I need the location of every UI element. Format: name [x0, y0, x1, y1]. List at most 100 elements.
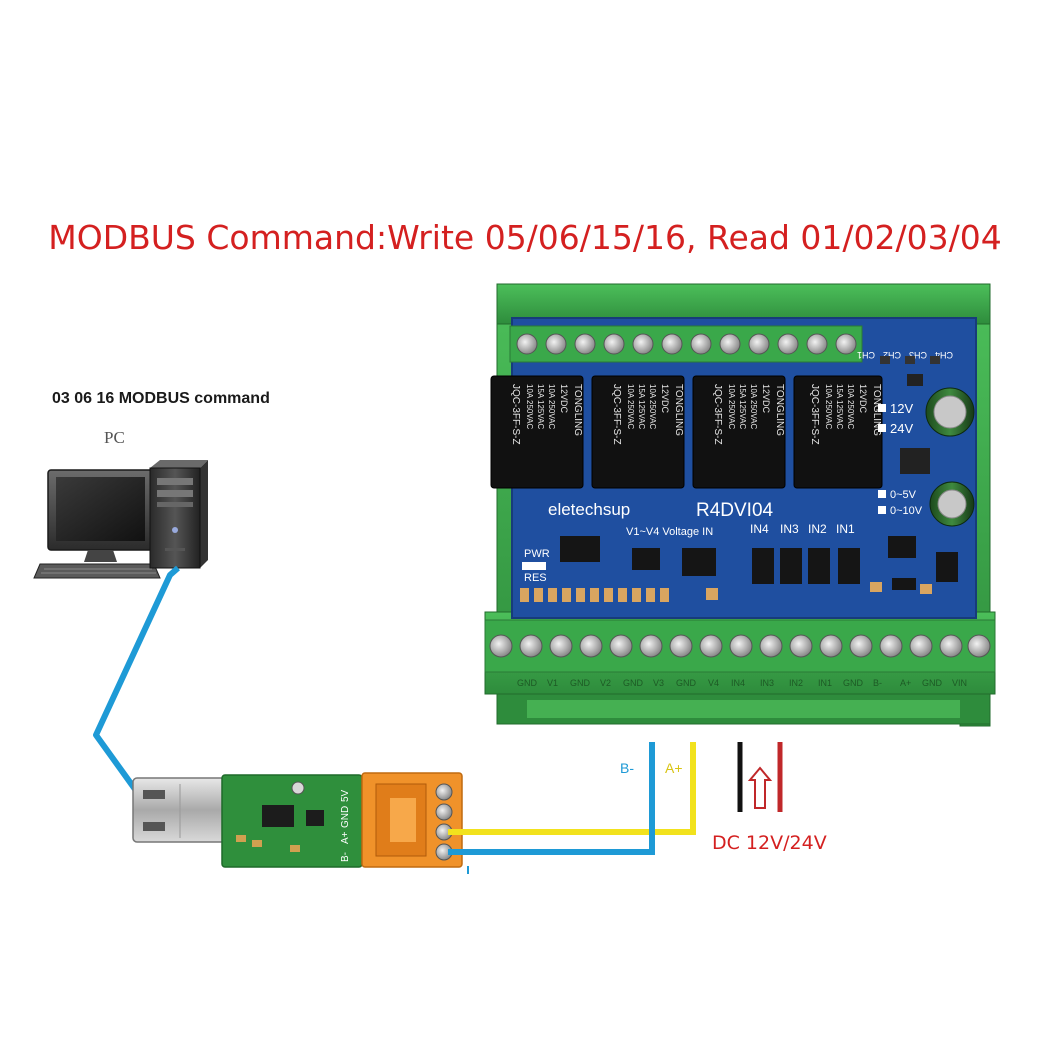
in2-label: IN2 [808, 522, 827, 536]
svg-text:VIN: VIN [952, 678, 967, 688]
svg-text:GND: GND [623, 678, 644, 688]
screw-icon [435, 783, 453, 801]
svg-text:10A 250VAC: 10A 250VAC [547, 384, 556, 429]
adapter-chip-2 [306, 810, 324, 826]
svg-text:TONGLING: TONGLING [673, 384, 684, 436]
screw-icon [435, 803, 453, 821]
pc-command-label: 03 06 16 MODBUS command [52, 390, 270, 407]
supply-12v-label: 12V [890, 401, 913, 416]
svg-text:IN1: IN1 [818, 678, 832, 688]
ch1-label: CH1 [857, 350, 875, 360]
a-plus-label: A+ [665, 760, 683, 776]
ic-chip [632, 548, 660, 570]
optocoupler [808, 548, 830, 584]
voltage-regulator [900, 448, 930, 474]
usb-hole-1 [143, 790, 165, 799]
b-minus-wire [448, 742, 655, 855]
smd-components [520, 582, 932, 602]
bottom-terminal-labels: GND V1 GND V2 GND V3 GND V4 IN4 IN3 IN2 … [517, 678, 967, 688]
supply-24v-label: 24V [890, 421, 913, 436]
svg-text:B-: B- [873, 678, 882, 688]
usb-plug [132, 777, 226, 843]
svg-text:10A 250VAC: 10A 250VAC [846, 384, 855, 429]
ic-chip [560, 536, 600, 562]
a-plus-wire [448, 742, 696, 835]
svg-text:12VDC: 12VDC [858, 384, 868, 414]
svg-text:10A 250VAC: 10A 250VAC [824, 384, 833, 429]
svg-text:GND: GND [676, 678, 697, 688]
model-label: R4DVI04 [696, 500, 774, 521]
svg-text:10A 250VAC: 10A 250VAC [626, 384, 635, 429]
pc-label: PC [104, 428, 125, 447]
in4-label: IN4 [750, 522, 769, 536]
optocoupler [752, 548, 774, 584]
svg-text:GND: GND [843, 678, 864, 688]
svg-text:A+: A+ [900, 678, 911, 688]
up-arrow-icon [747, 766, 773, 809]
modbus-command-headline: MODBUS Command:Write 05/06/15/16, Read 0… [48, 218, 1002, 257]
adapter-chip-1 [262, 805, 294, 827]
adapter-pin-a: A+ [340, 831, 351, 844]
svg-text:TONGLING: TONGLING [572, 384, 583, 436]
usb-rs485-adapter: B- A+ GND 5V [132, 772, 463, 868]
svg-text:15A 125VAC: 15A 125VAC [738, 384, 747, 429]
svg-text:IN2: IN2 [789, 678, 803, 688]
keyboard-icon [33, 563, 161, 579]
svg-text:10A 250VAC: 10A 250VAC [727, 384, 736, 429]
pwr-label: PWR [524, 548, 550, 560]
jumper-5v [878, 490, 886, 498]
in1-label: IN1 [836, 522, 855, 536]
svg-text:12VDC: 12VDC [761, 384, 771, 414]
relay-board: CH4 CH3 CH2 CH1 TONGLING 12VDC 10A 250VA… [484, 283, 996, 727]
svg-text:10A 250VAC: 10A 250VAC [525, 384, 534, 429]
channel-labels: CH4 CH3 CH2 CH1 [857, 350, 953, 360]
brand-label: eletechsup [548, 500, 630, 519]
svg-text:V1: V1 [547, 678, 558, 688]
drive-bay-3 [157, 502, 193, 507]
power-led-icon [172, 527, 178, 533]
res-label: RES [524, 572, 547, 584]
bottom-screws [489, 634, 991, 658]
adapter-component [291, 781, 305, 795]
power-supply-label: DC 12V/24V [712, 832, 827, 854]
b-minus-label: B- [620, 760, 634, 776]
ic-chip [682, 548, 716, 576]
pwr-led-icon [522, 562, 546, 570]
top-terminal-block [509, 325, 863, 363]
ic-chip [888, 536, 916, 558]
svg-text:15A 125VAC: 15A 125VAC [536, 384, 545, 429]
svg-text:GND: GND [517, 678, 538, 688]
jumper-12v [878, 404, 886, 412]
monitor-stand [84, 550, 117, 562]
usb-cable [93, 565, 180, 812]
tower-side [200, 460, 208, 568]
svg-text:V3: V3 [653, 678, 664, 688]
svg-text:V4: V4 [708, 678, 719, 688]
adapter-pin-5v: 5V [340, 789, 351, 802]
svg-text:JQC-3FF-S-Z: JQC-3FF-S-Z [510, 384, 521, 445]
adapter-pin-gnd: GND [340, 806, 351, 828]
pc-computer-icon [33, 460, 208, 579]
svg-text:TONGLING: TONGLING [871, 384, 882, 436]
usb-hole-2 [143, 822, 165, 831]
optocoupler [780, 548, 802, 584]
range-10v-label: 0~10V [890, 505, 923, 517]
svg-text:JQC-3FF-S-Z: JQC-3FF-S-Z [712, 384, 723, 445]
tower-top [150, 460, 208, 468]
svg-text:10A 250VAC: 10A 250VAC [749, 384, 758, 429]
ch2-label: CH2 [883, 350, 901, 360]
jumper-24v [878, 424, 886, 432]
jumper-10v [878, 506, 886, 514]
monitor-screen [56, 477, 145, 541]
drive-bay-1 [157, 478, 193, 485]
range-5v-label: 0~5V [890, 489, 917, 501]
svg-text:15A 125VAC: 15A 125VAC [835, 384, 844, 429]
voltage-in-label: V1~V4 Voltage IN [626, 526, 713, 538]
svg-text:15A 125VAC: 15A 125VAC [637, 384, 646, 429]
adapter-pin-labels: B- A+ GND 5V [340, 789, 351, 862]
svg-text:GND: GND [922, 678, 943, 688]
svg-text:GND: GND [570, 678, 591, 688]
drive-bay-2 [157, 490, 193, 497]
